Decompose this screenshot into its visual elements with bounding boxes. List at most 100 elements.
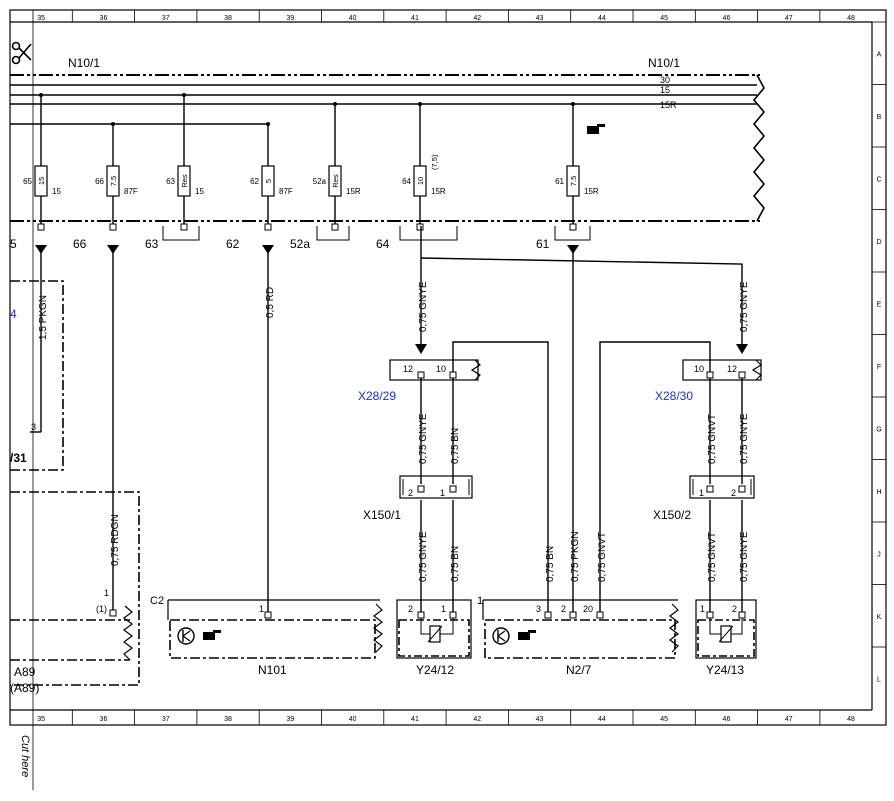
fuse-rating: 15 [37,177,46,185]
y24-12-label: Y24/12 [416,663,454,677]
connector-label-x28-29: X28/29 [358,389,396,403]
grid-row-label: K [877,614,882,621]
pin-brackets [162,226,591,241]
left-module-boxes [10,280,140,686]
n2-7-label: N2/7 [566,663,592,677]
svg-text:12: 12 [403,364,413,374]
wire-label: 0,75 GNYE [739,413,750,464]
connector-x28-30: 10 12 [682,359,762,381]
component-n101 [167,599,383,659]
bus-label-15: 15 [660,85,670,95]
grid-column-label: 40 [349,15,357,22]
svg-text:1: 1 [699,488,704,498]
module-label-left: N10/1 [68,56,100,70]
connector-x150-1: 2 1 [399,475,473,499]
grid-column-label: 39 [286,15,294,22]
component-y24-12: 2 1 [396,599,472,659]
grid-column-label: 35 [37,15,45,22]
n101-c2-label: C2 [150,595,164,607]
fuse-number: 64 [402,177,411,186]
grid-column-label: 44 [598,15,606,22]
grid-column-label: 44 [598,716,606,723]
svg-text:1: 1 [440,488,445,498]
svg-text:2: 2 [732,604,737,614]
grid-column-label: 47 [785,15,793,22]
fuse-number: 61 [555,177,564,186]
connector-x28-29: 12 10 [389,359,481,381]
grid-column-label: 41 [411,15,419,22]
svg-text:1: 1 [477,595,483,607]
connector-label-x28-30: X28/30 [655,389,693,403]
connector-label-x150-2: X150/2 [653,508,691,522]
module-break-right [752,74,766,222]
grid-row-label: F [877,364,881,371]
wire-label: 0,75 GNYE [418,281,429,332]
svg-text:12: 12 [727,364,737,374]
wire-label: 0,75 GNYE [418,531,429,582]
fuse-rating: 5 [264,179,273,183]
grid-row-label: J [877,551,881,558]
fuse-rating: 7.5 [109,176,118,186]
grid-column-label: 41 [411,716,419,723]
grid-column-label: 38 [224,716,232,723]
grid-row-label: A [877,51,882,58]
left-ref-number: 4 [10,307,17,321]
connector-x150-2: 1 2 [689,475,755,499]
svg-text:2: 2 [408,604,413,614]
component-y24-13: 1 2 [695,599,757,659]
bus-lines [10,84,757,125]
fuse-output: 15R [584,187,599,196]
grid-column-label: 45 [660,15,668,22]
wire-label: 0,75 BN [545,546,556,582]
grid-row-label: E [877,301,882,308]
wires [30,226,743,612]
grid-column-label: 36 [100,716,108,723]
grid-row-label: H [876,489,881,496]
grid-column-label: 37 [162,716,170,723]
wire-label: 0,75 BN [450,428,461,464]
grid-row-label: L [877,676,881,683]
svg-text:10: 10 [436,364,446,374]
svg-text:2: 2 [561,604,566,614]
svg-text:2: 2 [408,488,413,498]
svg-text:1: 1 [700,604,705,614]
wire-label: 0,75 GNYE [418,413,429,464]
svg-text:10: 10 [694,364,704,374]
pin-label: 52a [290,237,310,251]
svg-text:1: 1 [441,604,446,614]
left-connector-label: /31 [10,451,27,465]
fuse-number: 65 [23,177,32,186]
module-label-right: N10/1 [648,56,680,70]
left-pin-label: 3 [31,422,36,432]
scissors-icon [11,41,32,65]
fuse-output: 15R [431,187,446,196]
pin-label: 66 [73,237,87,251]
fuse-rating: 10 [416,177,425,185]
grid-column-label: 43 [536,716,544,723]
grid-column-labels: 3535363637373838393940404141424243434444… [9,10,855,725]
n101-label: N101 [258,663,287,677]
grid-column-label: 42 [473,15,481,22]
pin-label: 63 [145,237,159,251]
svg-text:20: 20 [583,604,593,614]
svg-text:3: 3 [536,604,541,614]
fuse-output: 87F [124,187,138,196]
wire-label: 1,5 PKGN [38,295,49,340]
grid-column-label: 40 [349,716,357,723]
wire-label: 0,75 GNVT [707,414,718,464]
wire-label: 0,75 GNYE [739,281,750,332]
grid-column-label: 48 [847,716,855,723]
wire-label: 0,75 GNVT [707,532,718,582]
svg-text:2: 2 [731,488,736,498]
frame [9,9,887,726]
fuse-rating: Res [180,174,189,188]
wire-label: 0,75 PKGN [570,531,581,582]
